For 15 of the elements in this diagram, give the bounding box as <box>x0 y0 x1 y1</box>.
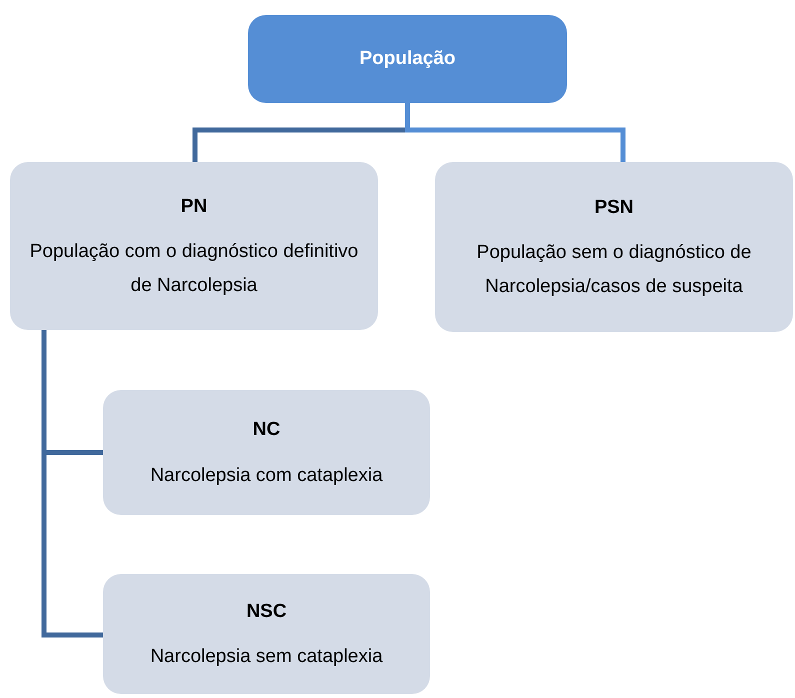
root-box <box>248 15 567 103</box>
category-box <box>10 162 378 330</box>
box-heading: PSN <box>594 196 634 220</box>
category-box <box>103 574 430 694</box>
category-box <box>103 390 430 515</box>
box-heading: PN <box>180 195 208 220</box>
box-description: População com o diagnóstico definitivo de Narcolepsia <box>28 240 360 298</box>
box-description: Narcolepsia sem cataplexia <box>150 645 383 669</box>
category-box <box>435 162 793 332</box>
box-heading: NSC <box>246 600 287 624</box>
box-heading: NC <box>252 418 280 442</box>
box-description: Narcolepsia com cataplexia <box>150 464 383 488</box>
box-description: População sem o diagnóstico de Narcolepsia/casos de suspeita <box>476 241 752 299</box>
connector-line <box>405 103 626 162</box>
box-heading: População <box>359 47 456 72</box>
